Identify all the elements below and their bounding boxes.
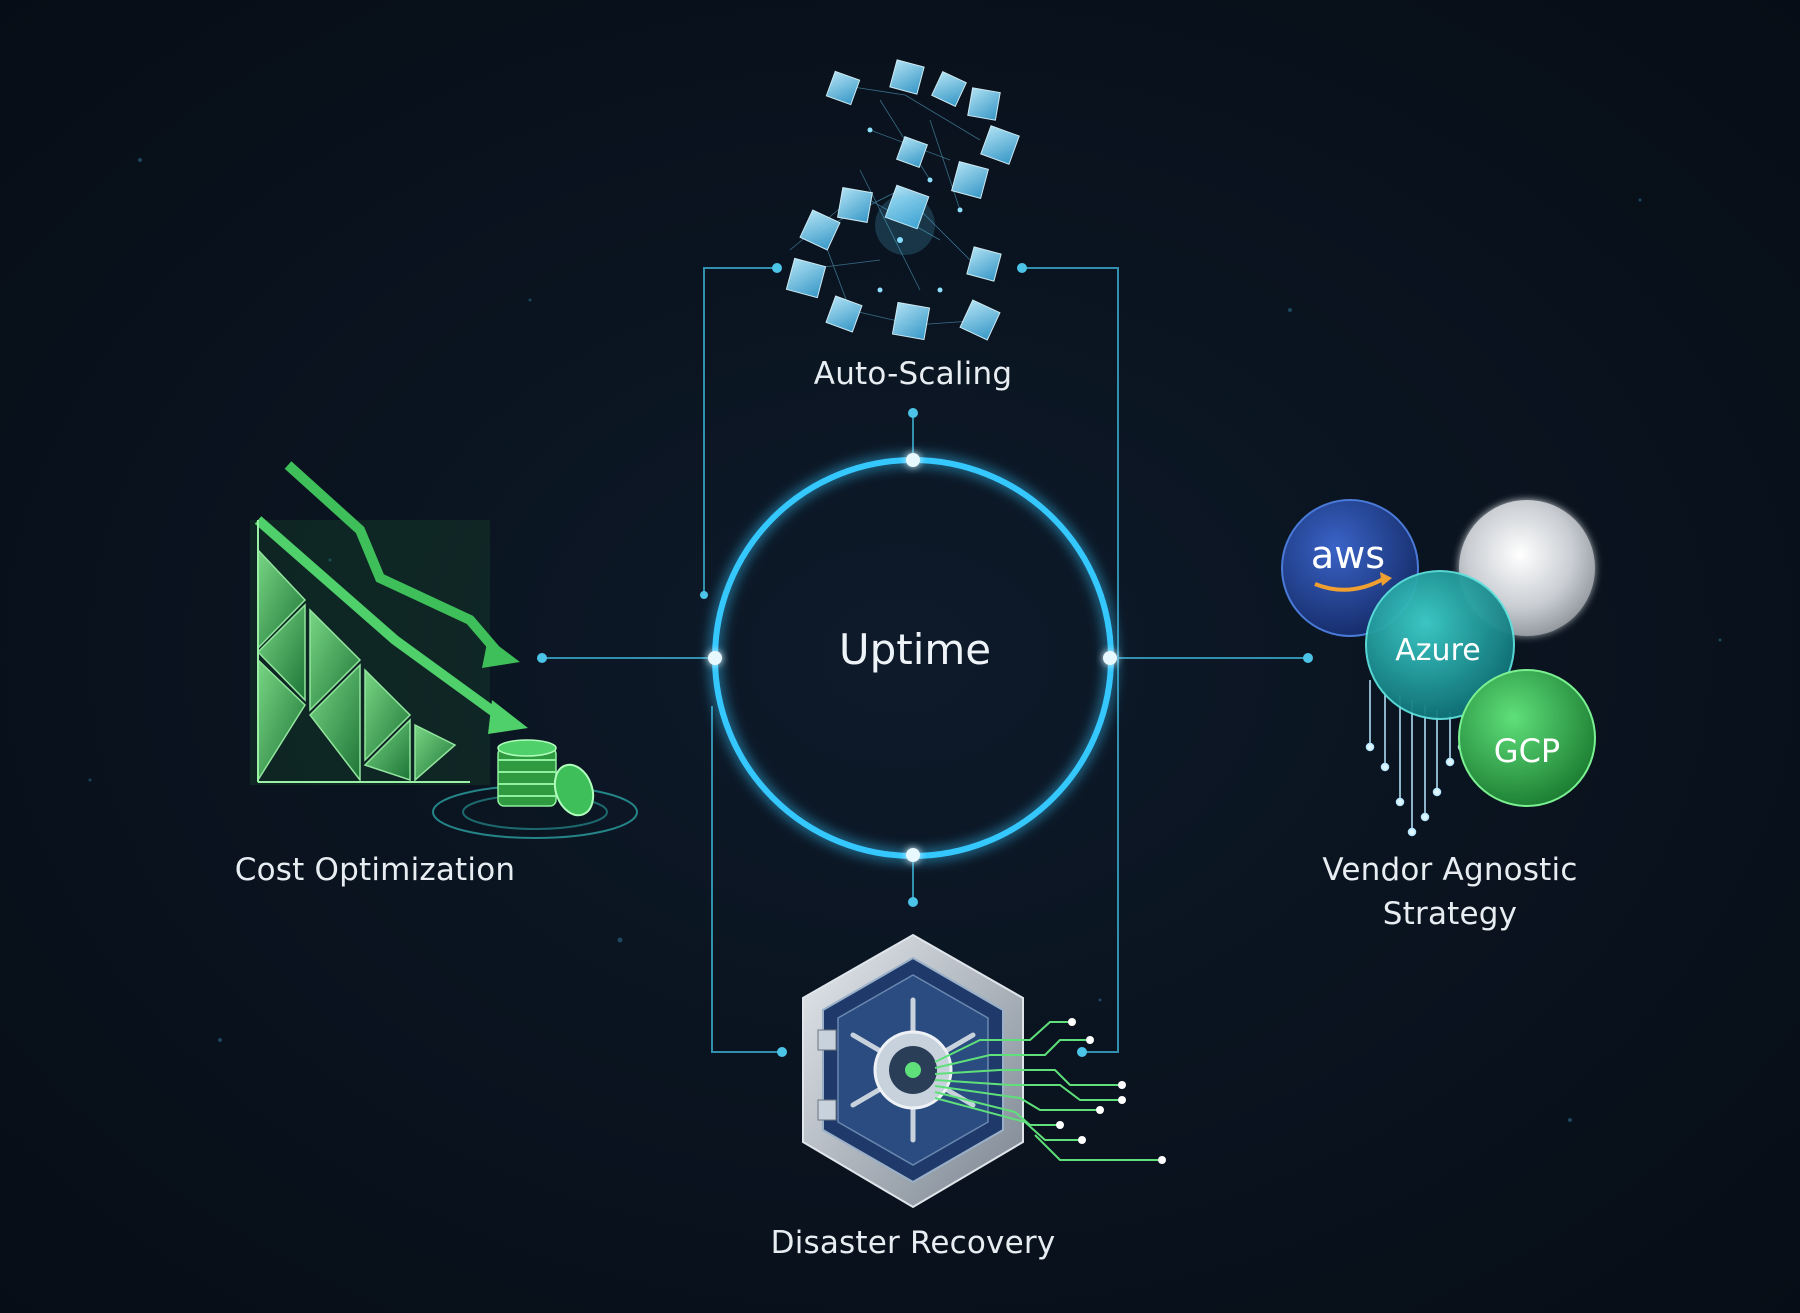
connector-nodes <box>537 263 1313 1057</box>
disaster-recovery-label: Disaster Recovery <box>770 1225 1056 1261</box>
star-field <box>88 158 1722 1122</box>
azure-label: Azure <box>1395 633 1480 668</box>
uptime-ring <box>708 453 1117 862</box>
uptime-center-label: Uptime <box>838 625 992 674</box>
aws-logo-text: aws <box>1311 533 1385 577</box>
vault-icon <box>802 933 1166 1209</box>
gcp-label: GCP <box>1494 732 1560 770</box>
cloud-spheres-icon <box>1281 499 1596 837</box>
cube-cluster-icon <box>785 59 1020 341</box>
declining-chart-icon <box>250 461 528 785</box>
vendor-agnostic-label-line1: Vendor Agnostic <box>1322 852 1578 888</box>
cost-optimization-label: Cost Optimization <box>234 852 516 888</box>
auto-scaling-label: Auto-Scaling <box>813 356 1013 392</box>
coin-stack-icon <box>432 739 638 839</box>
connector-lines <box>542 267 1308 1053</box>
vendor-agnostic-label-line2: Strategy <box>1382 896 1518 932</box>
